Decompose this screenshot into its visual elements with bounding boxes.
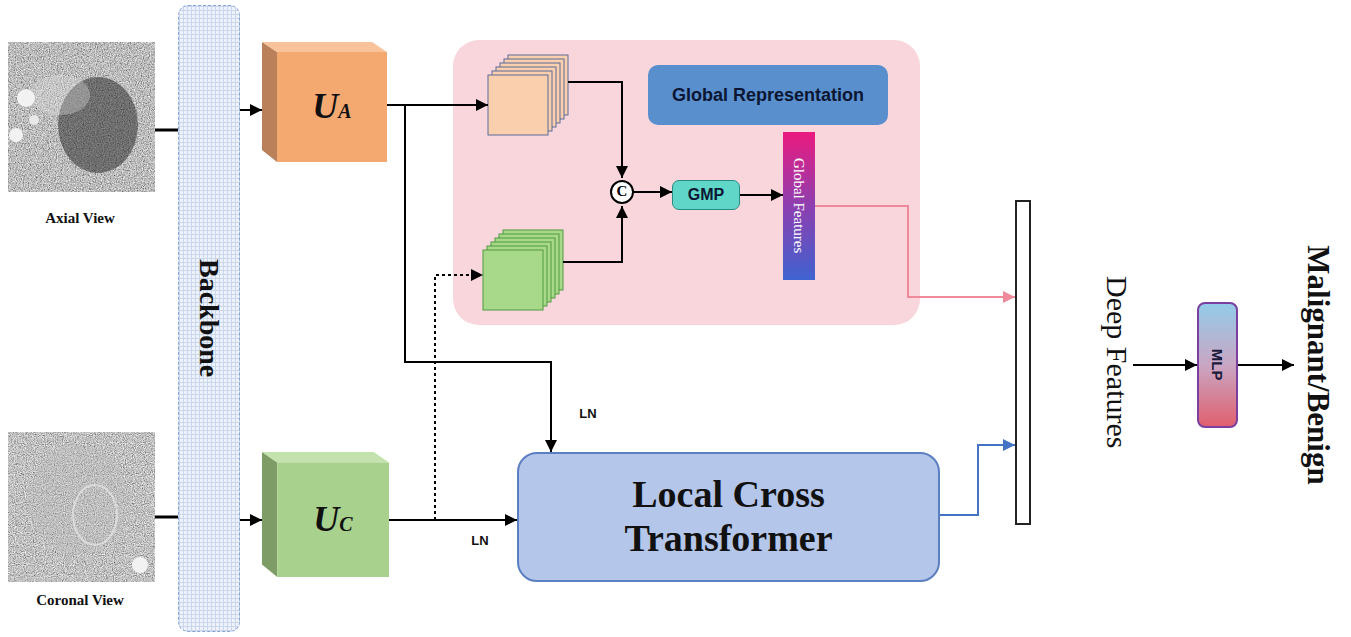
- feature-symbol: UC: [313, 499, 352, 540]
- ct-contour: [73, 485, 117, 545]
- view-label: Axial View: [45, 210, 115, 227]
- transformer-label: Local Cross Transformer: [564, 473, 894, 560]
- ct-vessel: [29, 115, 39, 125]
- feature-bar: Global Features: [783, 132, 815, 280]
- cube-face: UA: [277, 52, 387, 162]
- ct-axial-image: [8, 42, 155, 192]
- input-line: [155, 129, 178, 132]
- ct-vessel: [9, 128, 23, 142]
- ct-vessel: [132, 557, 148, 573]
- deep-feature-vector: Deep Features: [1015, 200, 1133, 525]
- ct-texture: [8, 42, 155, 192]
- view-label: Coronal View: [36, 592, 124, 609]
- edge-label-anchor: LN: [480, 540, 497, 555]
- ct-lesion: [58, 77, 138, 173]
- mlp-box: MLP: [1197, 302, 1238, 428]
- pooling-box: GMP: [672, 180, 740, 210]
- feature-cube: UA: [262, 42, 387, 162]
- ct-tissue: [28, 445, 128, 555]
- cube-side: [262, 42, 277, 162]
- backbone-band: Backbone: [178, 5, 240, 632]
- connector: [389, 519, 517, 521]
- input-line: [155, 516, 178, 519]
- cube-top: [262, 42, 387, 52]
- vector-caption: Deep Features: [1031, 200, 1203, 525]
- mlp-label: MLP: [1209, 349, 1226, 381]
- label-anchor: Coronal View: [80, 600, 168, 617]
- ct-coronal-image: [8, 432, 155, 582]
- feature-bar-label: Global Features: [790, 158, 807, 253]
- vector-bar: [1015, 200, 1031, 525]
- output-arrow: [1238, 364, 1294, 366]
- ct-texture: [8, 432, 155, 582]
- connector: [1133, 364, 1197, 366]
- cube-side: [262, 452, 277, 577]
- cube-front: [277, 462, 389, 577]
- connector: [240, 519, 262, 521]
- edge-label-anchor: LN: [588, 413, 605, 428]
- heading-banner: Global Representation: [648, 65, 888, 125]
- ct-tissue: [30, 75, 90, 115]
- label-anchor: Malignant/Benign: [1318, 365, 1351, 401]
- connector: [940, 445, 1015, 515]
- backbone-label: Backbone: [193, 259, 225, 377]
- transformer-box: Local Cross Transformer: [517, 452, 940, 582]
- pooling-label: GMP: [688, 186, 724, 204]
- output-label: Malignant/Benign: [1300, 245, 1336, 484]
- feature-cube: UC: [262, 452, 389, 577]
- concat-circle: C: [610, 180, 634, 204]
- vector-label: Deep Features: [1100, 276, 1135, 448]
- cube-top: [262, 452, 389, 462]
- label-anchor: Axial View: [80, 218, 150, 235]
- concat-symbol: C: [617, 183, 628, 200]
- ct-vessel: [17, 89, 35, 107]
- cube-face: UC: [277, 462, 389, 577]
- feature-symbol: UA: [312, 86, 351, 127]
- norm-label: LN: [471, 533, 488, 548]
- region-heading: Global Representation: [672, 85, 864, 106]
- connector: [240, 109, 262, 111]
- norm-label: LN: [579, 406, 596, 421]
- global-region: C GMP Global Features Global Representation: [453, 40, 920, 325]
- cube-front: [277, 52, 387, 162]
